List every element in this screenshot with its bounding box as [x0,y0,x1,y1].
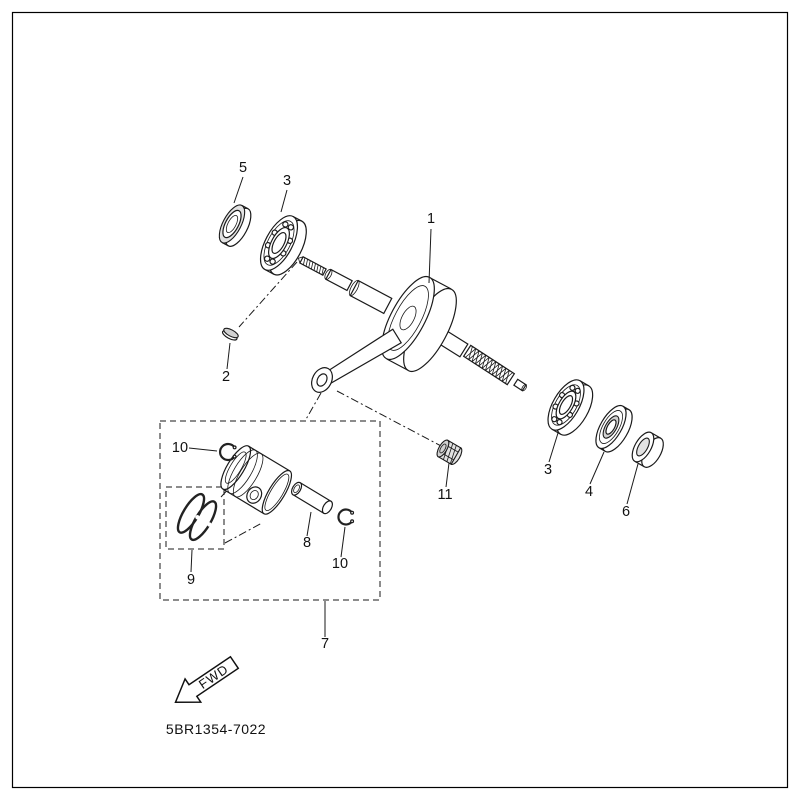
callout-8: 8 [303,535,311,551]
oil-seal-left [218,204,252,247]
fwd-arrow-icon: FWD [174,655,240,704]
circlip-left [218,442,237,462]
collar [631,431,664,468]
callout-1: 1 [427,211,435,227]
callouts: 5 3 1 2 10 9 8 10 7 11 3 4 6 [172,160,630,652]
bearing-right [547,379,594,436]
woodruff-key [221,327,239,341]
crankshaft [297,255,528,393]
piston-assembly-box [159,420,381,601]
rod-small-end [311,367,333,393]
callout-3-right: 3 [544,462,552,478]
callout-11: 11 [437,487,452,503]
oil-seal-right [595,404,633,453]
part-code: 5BR1354-7022 [166,721,266,737]
circlip-right [337,508,355,526]
callout-4: 4 [585,484,593,500]
callout-2: 2 [222,369,230,385]
diagram-border [11,11,789,789]
callout-3-left: 3 [283,173,291,189]
callout-7: 7 [321,636,329,652]
bearing-left [259,215,307,276]
callout-9: 9 [187,572,195,588]
piston [220,445,293,515]
leader-lines [188,176,639,637]
piston-pin [290,481,334,515]
callout-6: 6 [622,504,630,520]
callout-10-right: 10 [332,556,348,572]
callout-5: 5 [239,160,247,176]
nut [436,439,463,466]
callout-10-left: 10 [172,440,188,456]
fwd-label: FWD [196,661,231,692]
piston-rings [176,492,218,542]
